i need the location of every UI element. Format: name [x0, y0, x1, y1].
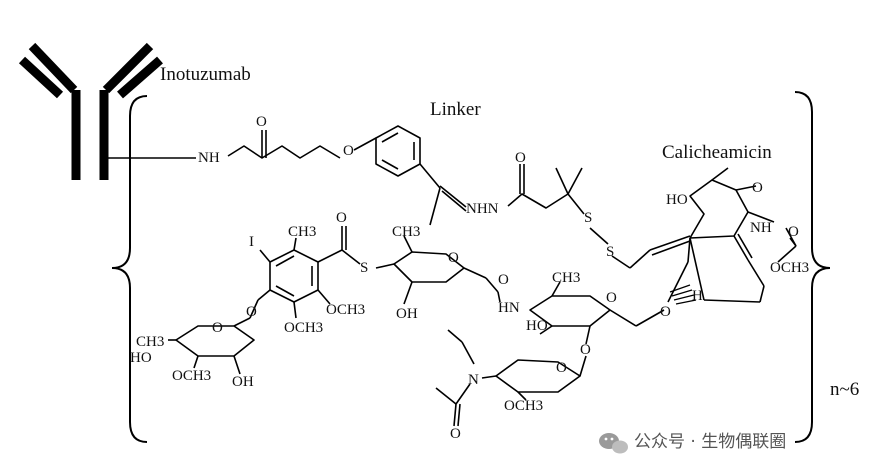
- atom-ch3-aryl: CH3: [288, 224, 316, 240]
- atom-iodine: I: [249, 234, 254, 250]
- watermark-text: 公众号 · 生物偶联圈: [634, 432, 786, 452]
- stereo-bonds: [669, 284, 697, 305]
- linker-label: Linker: [430, 99, 481, 120]
- atom-ch3-rhamnose: CH3: [136, 334, 164, 350]
- atom-o-amide: O: [256, 114, 267, 130]
- atom-nhn: NHN: [466, 201, 499, 217]
- atom-o-ring-rhamnose: O: [212, 320, 223, 336]
- atom-o-ring-sugar3: O: [556, 360, 567, 376]
- atom-ho-core: HO: [666, 192, 688, 208]
- atom-o-ether: O: [343, 143, 354, 159]
- atom-o-thioester: O: [336, 210, 347, 226]
- wechat-icon: [599, 433, 628, 454]
- atom-o-sugar1-link: O: [498, 272, 509, 288]
- atom-o-sugar2-link: O: [580, 342, 591, 358]
- atom-oh-rhamnose: OH: [232, 374, 254, 390]
- atom-och3-aryl-1: OCH3: [326, 302, 365, 318]
- antibody-label: Inotuzumab: [160, 64, 251, 85]
- atom-o-carbamate: O: [788, 224, 799, 240]
- atom-hn-sugar2: HN: [498, 300, 520, 316]
- atom-ch3-sugar1: CH3: [392, 224, 420, 240]
- atom-och3-carbamate: OCH3: [770, 260, 809, 276]
- atom-o-hydrazide: O: [515, 150, 526, 166]
- calicheamicin-label: Calicheamicin: [662, 142, 772, 163]
- watermark: 公众号 · 生物偶联圈: [599, 432, 786, 454]
- atom-o-glycosidic: O: [660, 304, 671, 320]
- bond-lines: [104, 125, 797, 427]
- atom-ho-sugar2: HO: [526, 318, 548, 334]
- antibody-icon: [18, 42, 163, 180]
- atom-oh-sugar1: OH: [396, 306, 418, 322]
- atom-o-ring-sugar1: O: [448, 250, 459, 266]
- atom-och3-rhamnose: OCH3: [172, 368, 211, 384]
- atom-labels: NH O O NHN O S S HO O NH O OCH3 H I CH3 …: [130, 114, 809, 442]
- left-bracket: [111, 95, 148, 443]
- right-bracket: [794, 91, 831, 443]
- atom-ho-rhamnose: HO: [130, 350, 152, 366]
- atom-s-1: S: [584, 210, 592, 226]
- atom-o-acetyl: O: [450, 426, 461, 442]
- drug-ratio-label: n~6: [830, 379, 859, 400]
- atom-o-aryl-ether: O: [246, 304, 257, 320]
- atom-och3-sugar3: OCH3: [504, 398, 543, 414]
- atom-s-2: S: [606, 244, 614, 260]
- atom-och3-aryl-2: OCH3: [284, 320, 323, 336]
- atom-h-core: H: [692, 288, 703, 304]
- atom-nh-linker: NH: [198, 150, 220, 166]
- atom-s-thioester: S: [360, 260, 368, 276]
- atom-ch3-sugar2: CH3: [552, 270, 580, 286]
- atom-o-ketone: O: [752, 180, 763, 196]
- atom-nh-core: NH: [750, 220, 772, 236]
- atom-o-ring-sugar2: O: [606, 290, 617, 306]
- atom-n-amine: N: [468, 372, 479, 388]
